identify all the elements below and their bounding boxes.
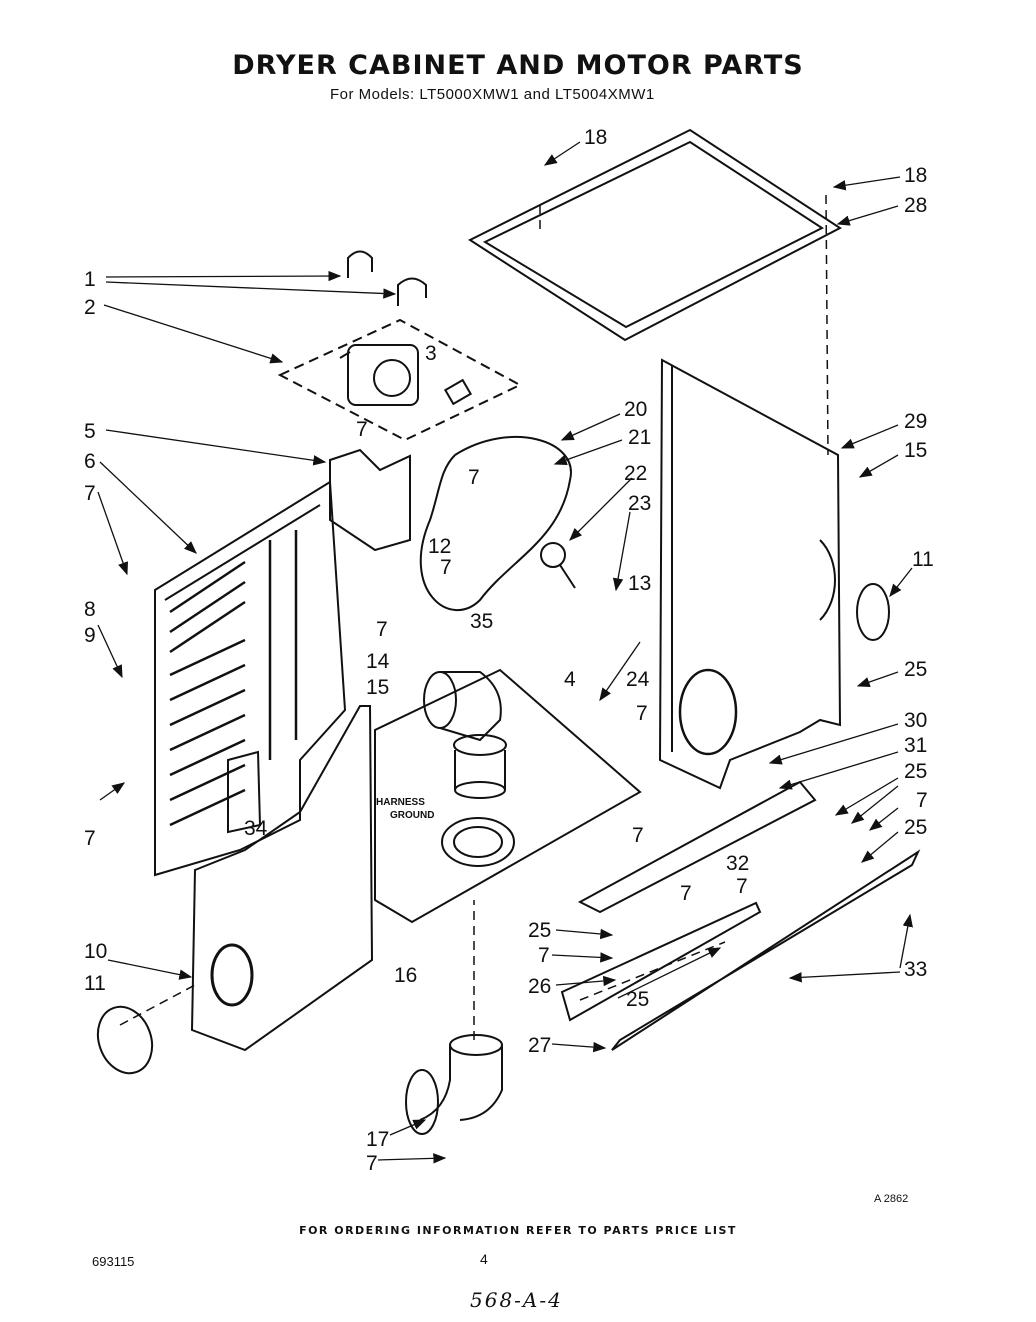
callout-28: 28 <box>904 194 927 217</box>
callout-7-base: 7 <box>376 618 388 641</box>
callout-30: 30 <box>904 709 927 732</box>
ground-label: GROUND <box>390 810 434 821</box>
rear-panel <box>154 480 347 877</box>
callout-18: 18 <box>584 126 607 149</box>
handwritten-code: 568-A-4 <box>470 1288 563 1312</box>
rear-vents <box>169 530 298 827</box>
figure-reference: A 2862 <box>874 1193 909 1205</box>
front-panel <box>190 705 374 1052</box>
exhaust-duct <box>405 1034 503 1135</box>
motor-brackets <box>347 250 427 306</box>
callout-24: 24 <box>626 668 650 691</box>
top-panel <box>467 128 842 342</box>
right-side-panel <box>658 358 842 790</box>
callout-25-d: 25 <box>528 919 551 942</box>
blower-housing <box>423 671 507 799</box>
callout-6: 6 <box>84 450 96 473</box>
front-door-plug <box>96 1005 154 1075</box>
callout-29: 29 <box>904 410 927 433</box>
callout-26: 26 <box>528 975 551 998</box>
front-rails <box>560 780 921 1051</box>
callout-23: 23 <box>628 492 651 515</box>
cabinet-base <box>374 668 642 924</box>
callout-11: 11 <box>84 972 106 995</box>
callout-7-duct: 7 <box>366 1152 378 1175</box>
callout-31: 31 <box>904 734 927 757</box>
drive-motor <box>277 318 523 442</box>
ordering-information: FOR ORDERING INFORMATION REFER TO PARTS … <box>299 1224 737 1237</box>
assembly-leaders <box>119 194 829 1040</box>
callout-27: 27 <box>528 1034 551 1057</box>
callout-32: 32 <box>726 852 749 875</box>
callout-7-rail-c: 7 <box>538 944 550 967</box>
callout-7-rail-b: 7 <box>680 882 692 905</box>
callout-14: 14 <box>366 650 390 673</box>
page-number: 4 <box>480 1251 488 1267</box>
callout-7-right-base: 7 <box>636 702 648 725</box>
callout-5: 5 <box>84 420 96 443</box>
callout-16: 16 <box>394 964 417 987</box>
callout-15-right: 15 <box>904 439 927 462</box>
callout-17: 17 <box>366 1128 389 1151</box>
callout-7-front: 7 <box>632 824 644 847</box>
control-bracket <box>329 448 411 552</box>
idler-pulley <box>540 542 576 589</box>
page-title: DRYER CABINET AND MOTOR PARTS <box>232 50 804 81</box>
harness-label: HARNESS <box>376 797 425 808</box>
callout-25: 25 <box>904 658 927 681</box>
centrifugal-switch <box>443 378 473 406</box>
callout-11-right: 11 <box>912 548 934 571</box>
page-subtitle: For Models: LT5000XMW1 and LT5004XMW1 <box>330 86 655 103</box>
document-number: 693115 <box>92 1254 135 1269</box>
callout-10: 10 <box>84 940 107 963</box>
callout-15: 15 <box>366 676 389 699</box>
callout-7-right: 7 <box>916 789 928 812</box>
callout-7-mid: 7 <box>468 466 480 489</box>
drive-belt <box>419 435 572 612</box>
callout-7: 7 <box>84 482 96 505</box>
callout-35: 35 <box>470 610 493 633</box>
callout-7-rail: 7 <box>736 875 748 898</box>
callout-12: 12 <box>428 535 451 558</box>
callout-21: 21 <box>628 426 651 449</box>
callout-7-bracket: 7 <box>356 418 368 441</box>
callout-18-right: 18 <box>904 164 927 187</box>
callout-25-b: 25 <box>904 760 927 783</box>
exhaust-ring <box>856 583 890 641</box>
callout-arrows <box>97 141 913 1164</box>
callout-8: 8 <box>84 598 96 621</box>
callout-13: 13 <box>628 572 651 595</box>
callout-22: 22 <box>624 462 647 485</box>
callout-7-mid-b: 7 <box>440 556 452 579</box>
callout-4: 4 <box>564 668 576 691</box>
callout-25-e: 25 <box>626 988 649 1011</box>
callout-25-c: 25 <box>904 816 927 839</box>
callout-20: 20 <box>624 398 647 421</box>
callout-1: 1 <box>84 268 96 291</box>
callout-2: 2 <box>84 296 96 319</box>
callout-9: 9 <box>84 624 96 647</box>
callout-34: 34 <box>244 817 268 840</box>
callout-33: 33 <box>904 958 927 981</box>
callout-3: 3 <box>425 342 437 365</box>
callout-7-lower-left: 7 <box>84 827 96 850</box>
